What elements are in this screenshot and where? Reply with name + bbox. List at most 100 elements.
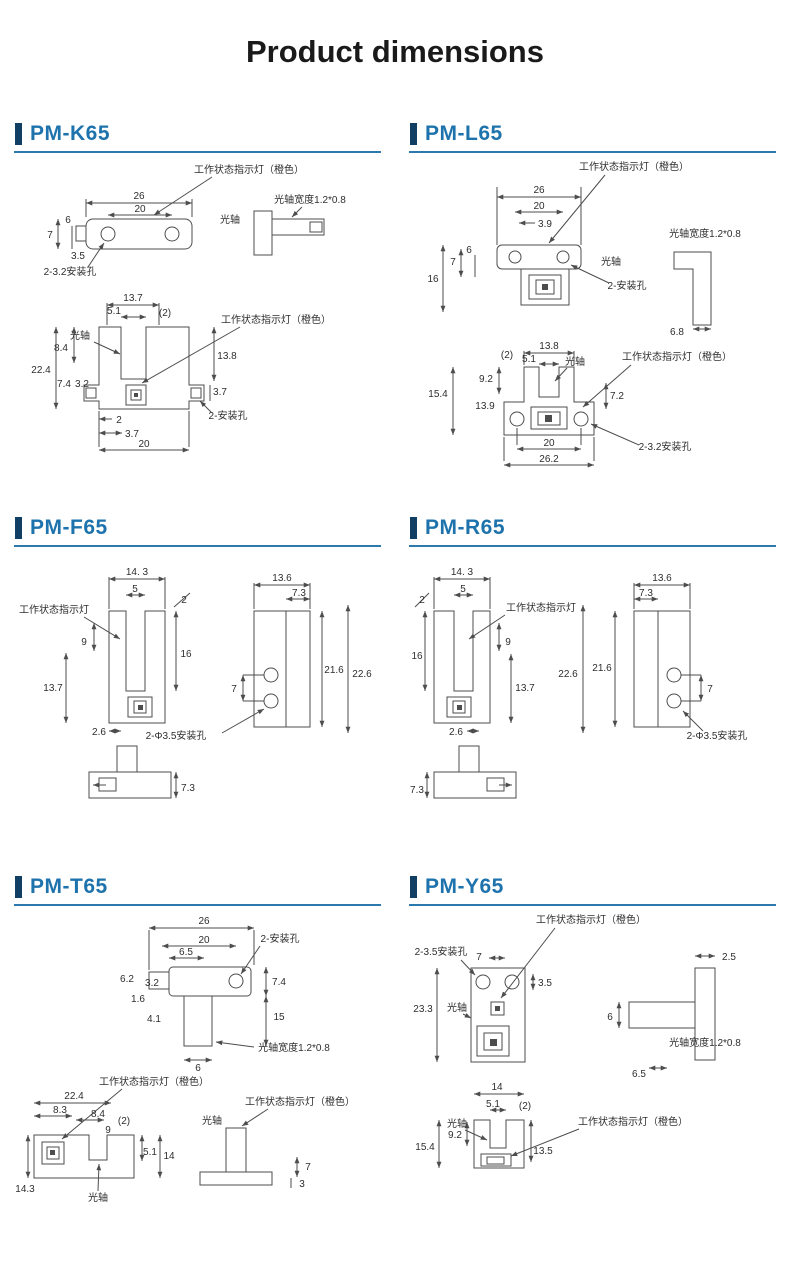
dim-13.9: 13.9: [475, 401, 495, 412]
t65-side-view: 工作状态指示灯（橙色） 光轴 7 3: [199, 1095, 355, 1190]
label-beam-width: 光轴宽度1.2*0.8: [669, 227, 741, 240]
sensor-outline: [253, 610, 311, 728]
panel-pm-l65: PM-L65 工作状态指示灯（橙色） 26 20 3.9: [409, 122, 776, 482]
dim-8.3: 8.3: [53, 1105, 67, 1116]
dim-14: 14: [491, 1082, 503, 1093]
dim-6: 6: [195, 1063, 201, 1074]
led-window: [127, 696, 153, 718]
dim-6: 6: [607, 1012, 613, 1023]
dim-7.3-bottom: 7.3: [410, 785, 424, 796]
t65-front-view: 工作状态指示灯（橙色） 22.4 8.3 8.4 (2) 9 14.3: [15, 1075, 209, 1204]
label-working-led: 工作状态指示灯（橙色）: [194, 163, 304, 176]
dim-2-ref: (2): [159, 308, 171, 319]
dim-26: 26: [133, 191, 145, 202]
dim-20-bottom: 20: [138, 439, 150, 450]
dim-5.1: 5.1: [143, 1147, 157, 1158]
accent-bar-icon: [410, 123, 417, 145]
dim-7: 7: [476, 952, 482, 963]
panel-pm-k65: PM-K65 26 20 7 6 3.: [14, 122, 381, 482]
sensor-outline: [473, 1119, 525, 1169]
label-working-led-1: 工作状态指示灯（橙色）: [99, 1075, 209, 1088]
label-optical-axis-bottom: 光轴: [447, 1117, 467, 1130]
dim-26: 26: [533, 185, 545, 196]
label-mount-holes: 2-安装孔: [608, 279, 647, 292]
dim-14.3: 14. 3: [451, 567, 474, 578]
dim-15.4: 15.4: [415, 1142, 435, 1153]
mounting-hole: [190, 387, 202, 399]
dim-22.6: 22.6: [558, 669, 578, 680]
y65-bottom-view: 14 5.1 (2) 9.2 15.4 光轴 工作状态指示灯（橙色） 13.5: [415, 1082, 688, 1169]
f65-front-view: 14. 3 5 2 工作状态指示灯 9 16 13.7 2.6 2-Φ3.5安装…: [19, 567, 265, 742]
dim-13.8: 13.8: [539, 341, 559, 352]
dim-9: 9: [81, 637, 87, 648]
label-mount-holes: 2-3.2安装孔: [44, 265, 97, 278]
dim-2.6: 2.6: [92, 727, 106, 738]
dim-3.5: 3.5: [71, 251, 85, 262]
dim-20: 20: [198, 935, 210, 946]
l65-top-side-view: 工作状态指示灯（橙色） 26 20 3.9 7: [427, 160, 741, 338]
dim-2: 2: [419, 595, 425, 606]
section-header-pm-l65: PM-L65: [409, 122, 776, 153]
section-header-pm-k65: PM-K65: [14, 122, 381, 153]
pm-l65-drawing: 工作状态指示灯（橙色） 26 20 3.9 7: [427, 160, 741, 468]
label-mount-holes-front: 2-3.2安装孔: [639, 440, 692, 453]
label-optical-axis-front: 光轴: [565, 355, 585, 368]
panel-pm-f65: PM-F65 14. 3 5 2 工作状态指示灯: [14, 516, 381, 821]
dim-6.8: 6.8: [670, 327, 684, 338]
dim-15: 15: [273, 1012, 285, 1023]
label-optical-axis-front: 光轴: [70, 329, 90, 342]
k65-front-view: 13.7 5.1 (2) 光轴 8.4 22.4 7.4 3.2 13.8 3.…: [31, 293, 331, 453]
dim-5.1: 5.1: [486, 1099, 500, 1110]
dim-26: 26: [198, 916, 210, 927]
mounting-hole: [573, 411, 589, 427]
f65-bottom-view: 7.3: [88, 745, 195, 799]
dim-2.6: 2.6: [449, 727, 463, 738]
label-working-led: 工作状态指示灯（橙色）: [536, 913, 646, 926]
mounting-hole: [666, 693, 682, 709]
dim-7.3: 7.3: [639, 588, 653, 599]
dim-7: 7: [707, 684, 713, 695]
dim-3.5: 3.5: [538, 978, 552, 989]
dim-5: 5: [460, 584, 466, 595]
dim-7: 7: [305, 1162, 311, 1173]
accent-bar-icon: [410, 517, 417, 539]
mounting-hole: [475, 974, 491, 990]
dim-9: 9: [505, 637, 511, 648]
dim-21.6: 21.6: [324, 665, 344, 676]
label-working-led: 工作状态指示灯: [506, 601, 576, 614]
label-working-led-2: 工作状态指示灯（橙色）: [245, 1095, 355, 1108]
dim-22.6: 22.6: [352, 669, 372, 680]
label-optical-axis-2: 光轴: [202, 1114, 222, 1127]
dim-13.5: 13.5: [533, 1146, 553, 1157]
dim-13.7: 13.7: [515, 683, 535, 694]
sensor-outline: [433, 771, 517, 799]
mounting-hole: [509, 411, 525, 427]
dim-7: 7: [231, 684, 237, 695]
dim-7.4: 7.4: [272, 977, 286, 988]
sensor-outline: [470, 967, 526, 1063]
dim-9: 9: [105, 1125, 111, 1136]
label-working-led-bottom: 工作状态指示灯（橙色）: [578, 1115, 688, 1128]
label-working-led: 工作状态指示灯（橙色）: [579, 160, 689, 173]
mounting-hole: [100, 226, 116, 242]
panel-pm-y65: PM-Y65 工作状态指示灯（橙色） 2-3.5安装孔 7: [409, 875, 776, 1240]
label-working-led-front: 工作状态指示灯（橙色）: [622, 350, 732, 363]
dim-7.3-bottom: 7.3: [181, 783, 195, 794]
dim-13.6: 13.6: [652, 573, 672, 584]
dim-20: 20: [134, 204, 146, 215]
section-title: PM-R65: [425, 516, 506, 539]
dim-7: 7: [450, 257, 456, 268]
dim-20-bottom: 20: [543, 438, 555, 449]
label-mount-holes: 2-3.5安装孔: [415, 945, 468, 958]
dim-3.9: 3.9: [538, 219, 552, 230]
pm-f65-drawing: 14. 3 5 2 工作状态指示灯 9 16 13.7 2.6 2-Φ3.5安装…: [19, 567, 372, 799]
section-title: PM-K65: [30, 122, 111, 145]
side-elbow-outline: [673, 251, 712, 326]
sensor-outline: [225, 1127, 247, 1173]
dim-5.1: 5.1: [107, 306, 121, 317]
label-working-led: 工作状态指示灯: [19, 603, 89, 616]
dim-3.2: 3.2: [75, 379, 89, 390]
panel-pm-t65: PM-T65 26 2-安装孔 20 6.5: [14, 875, 381, 1240]
section-header-pm-f65: PM-F65: [14, 516, 381, 547]
t65-top-view: 26 2-安装孔 20 6.5 7.4 15 6.2 3.2 1.6 4.1 光…: [120, 916, 330, 1074]
